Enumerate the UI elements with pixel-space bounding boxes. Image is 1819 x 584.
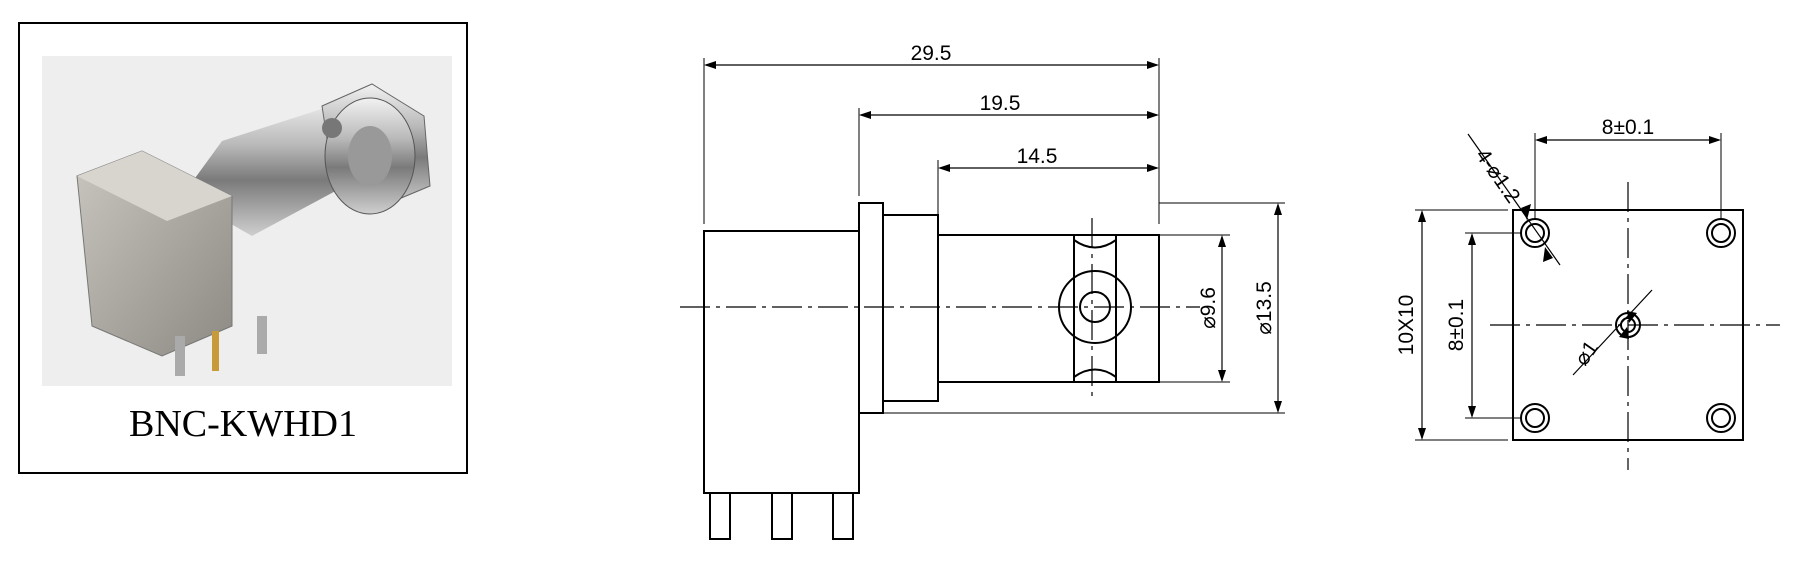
dim-hole-count-diameter: 4-⌀1.2 (1471, 145, 1525, 208)
dim-mid-length: 19.5 (980, 92, 1021, 115)
dim-diameter-large: ⌀13.5 (1253, 281, 1276, 335)
dim-outline-size: 10X10 (1395, 295, 1418, 356)
dim-center-hole-diameter: ⌀1 (1570, 337, 1603, 370)
product-photo-panel: BNC-KWHD1 (18, 22, 468, 474)
dim-overall-length: 29.5 (911, 42, 952, 65)
dim-diameter-small: ⌀9.6 (1197, 287, 1220, 329)
product-model-label: BNC-KWHD1 (129, 403, 357, 445)
dim-hole-pitch-vertical: 8±0.1 (1445, 299, 1468, 351)
side-view (680, 58, 1285, 540)
dim-short-length: 14.5 (1017, 145, 1058, 168)
footprint-view (1415, 133, 1780, 470)
dim-hole-pitch-horizontal: 8±0.1 (1602, 116, 1654, 139)
connector-photo (42, 56, 452, 386)
